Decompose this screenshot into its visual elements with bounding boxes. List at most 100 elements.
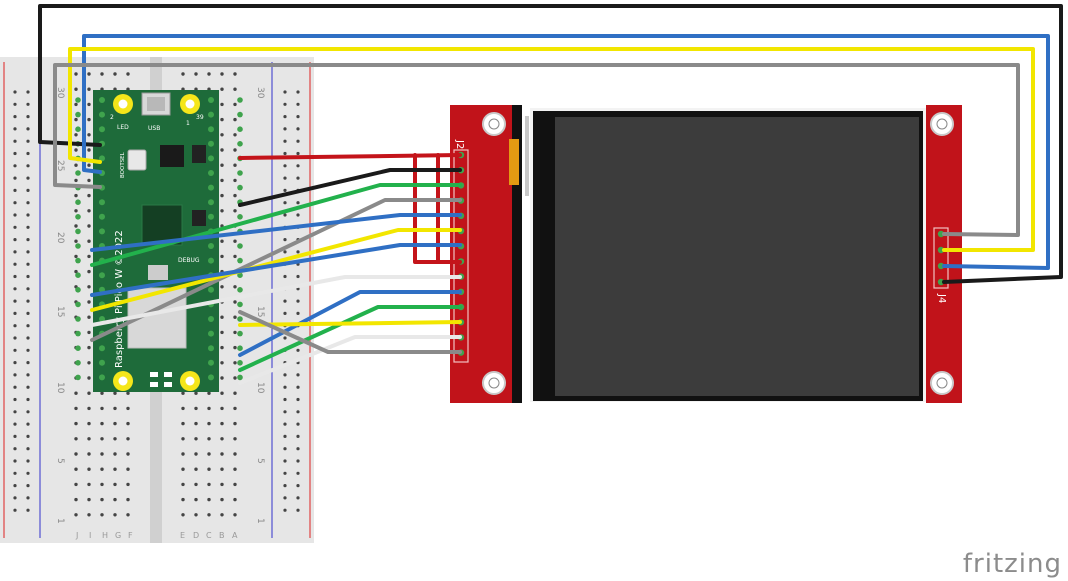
pico-pin-header [237, 301, 243, 308]
pico-pin-header [75, 228, 81, 235]
breadboard-hole [233, 513, 237, 517]
breadboard-hole [113, 513, 117, 517]
breadboard-hole [296, 151, 300, 156]
breadboard-hole [220, 148, 224, 152]
breadboard-hole [74, 467, 78, 471]
breadboard-hole [207, 72, 211, 76]
pico-pin [99, 155, 105, 162]
breadboard-hole [26, 201, 30, 205]
breadboard-hole [87, 452, 91, 456]
wires [38, 4, 1063, 385]
breadboard-hole [126, 452, 130, 456]
breadboard-hole [220, 193, 224, 198]
pico-pin-header [75, 360, 81, 366]
breadboard-hole [194, 72, 198, 76]
breadboard-hole [126, 513, 130, 517]
breadboard-hole [87, 102, 91, 107]
breadboard-hole [87, 117, 91, 122]
breadboard-hole [13, 410, 17, 414]
j4-pins [937, 230, 945, 286]
breadboard-hole [220, 330, 224, 335]
breadboard-hole [194, 406, 198, 411]
wire-red-1 [238, 153, 462, 160]
rp2040-chip [141, 204, 183, 246]
breadboard-hole [87, 163, 91, 167]
breadboard-hole [87, 467, 91, 471]
breadboard-hole [26, 311, 30, 315]
breadboard-hole [74, 178, 78, 183]
breadboard-hole [296, 348, 300, 352]
breadboard-hole [13, 213, 17, 217]
breadboard-hole [13, 311, 17, 315]
debug-label: DEBUG [178, 257, 200, 264]
breadboard-hole [26, 336, 30, 340]
breadboard-hole [220, 406, 224, 411]
pico-pin-header [75, 170, 81, 176]
breadboard-hole [126, 391, 130, 395]
breadboard-hole [220, 452, 224, 456]
breadboard-hole [100, 513, 104, 517]
j4-pin [937, 262, 945, 270]
breadboard-hole [26, 225, 30, 229]
breadboard-hole [296, 90, 300, 94]
breadboard-hole [13, 385, 17, 389]
usb-label: USB [148, 125, 160, 132]
breadboard-hole [233, 163, 237, 167]
pico-pin-header [75, 374, 81, 381]
pico-pin-header [237, 316, 243, 322]
breadboard-hole [13, 397, 17, 402]
col-label-b: B [219, 531, 225, 540]
pico-pin-header [75, 243, 81, 249]
breadboard-hole [87, 406, 91, 411]
pico-pin-header [75, 330, 81, 337]
col-label-h: H [102, 531, 108, 540]
breadboard-hole [87, 376, 91, 380]
pico-pin-header [75, 316, 81, 322]
breadboard-hole [283, 373, 287, 377]
pico-pin-header [75, 345, 81, 352]
breadboard-hole [220, 376, 224, 380]
pico-pin-header [237, 170, 243, 176]
breadboard-hole [296, 127, 300, 131]
breadboard-hole [194, 391, 198, 395]
breadboard-hole [207, 467, 211, 471]
breadboard-hole [13, 262, 17, 266]
breadboard-hole [181, 467, 185, 471]
pico-pin-header [237, 141, 243, 147]
breadboard-hole [13, 176, 17, 180]
breadboard-hole [26, 373, 30, 377]
breadboard-hole [87, 148, 91, 152]
breadboard-hole [296, 385, 300, 389]
breadboard-hole [126, 467, 130, 471]
breadboard-hole [296, 373, 300, 377]
breadboard-hole [181, 72, 185, 76]
breadboard-hole [283, 188, 287, 192]
pico-pin [208, 184, 214, 191]
j4-header-outline [933, 227, 949, 289]
breadboard-hole [296, 164, 300, 168]
breadboard-hole [26, 447, 30, 451]
breadboard-hole [220, 361, 224, 365]
breadboard-hole [74, 87, 78, 91]
breadboard-hole [87, 254, 91, 259]
breadboard-hole [74, 513, 78, 517]
breadboard-hole [207, 452, 211, 456]
breadboard-hole [181, 452, 185, 456]
breadboard-hole [26, 348, 30, 352]
j4-pin [937, 230, 945, 238]
breadboard-hole [74, 437, 78, 441]
breadboard-hole [26, 90, 30, 94]
breadboard-hole [100, 421, 104, 426]
breadboard-hole [283, 151, 287, 156]
pico-pin-header [237, 243, 243, 249]
breadboard-hole [233, 178, 237, 183]
col-label-a: A [232, 531, 238, 540]
breadboard-hole [126, 497, 130, 502]
breadboard-hole [296, 139, 300, 143]
breadboard-hole [296, 459, 300, 463]
wire-blue-2 [90, 243, 462, 297]
breadboard-hole [296, 250, 300, 254]
pico-pin [208, 345, 214, 352]
lcd-module: J2 J4 [450, 105, 962, 403]
breadboard-hole [283, 397, 287, 402]
